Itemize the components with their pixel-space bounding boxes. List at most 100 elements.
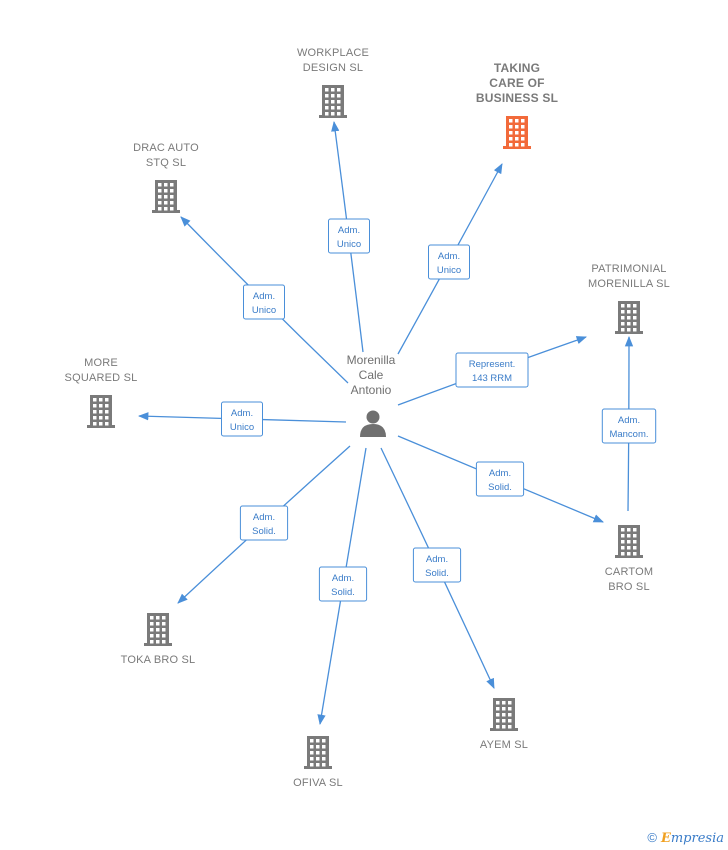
relation-label-text: Unico	[437, 265, 461, 276]
relation-edge: Adm.Unico	[137, 401, 347, 437]
company-node-ayem[interactable]: AYEM SL	[480, 698, 528, 751]
building-window	[170, 183, 174, 187]
relation-label-box[interactable]	[412, 547, 462, 583]
building-icon-highlighted[interactable]	[503, 116, 531, 149]
building-window	[627, 528, 631, 532]
building-icon[interactable]	[615, 525, 643, 558]
relation-label-text: Solid.	[331, 587, 355, 598]
relation-label-box[interactable]	[428, 244, 470, 280]
building-window	[621, 322, 625, 326]
building-icon[interactable]	[304, 736, 332, 769]
building-window	[509, 143, 513, 147]
company-name-line: DESIGN SL	[303, 62, 364, 74]
building-window	[502, 719, 506, 723]
relation-label-text: Adm.	[332, 573, 354, 584]
building-window	[325, 112, 329, 116]
building-window	[150, 616, 154, 620]
building-window	[164, 183, 168, 187]
building-window	[337, 88, 341, 92]
company-node-toka[interactable]: TOKA BRO SL	[121, 613, 196, 666]
building-window	[105, 398, 109, 402]
building-icon[interactable]	[144, 613, 172, 646]
building-base	[490, 728, 518, 731]
building-window	[156, 622, 160, 626]
person-name-line: Antonio	[351, 383, 392, 397]
building-window	[93, 398, 97, 402]
building-window	[633, 540, 637, 544]
building-window	[99, 398, 103, 402]
relation-label-text: Adm.	[231, 408, 253, 419]
company-name-line: BRO SL	[608, 581, 650, 593]
building-window	[515, 131, 519, 135]
building-base	[152, 210, 180, 213]
relation-label-box[interactable]	[221, 401, 263, 437]
building-window	[337, 94, 341, 98]
company-name-line: CARTOM	[605, 566, 653, 578]
person-name-line: Cale	[359, 368, 384, 382]
relation-label-text: Adm.	[489, 468, 511, 479]
relation-label-box[interactable]	[318, 566, 368, 602]
relation-label-box[interactable]	[475, 461, 525, 497]
company-name-line: WORKPLACE	[297, 47, 369, 59]
company-node-ofiva[interactable]: OFIVA SL	[293, 736, 343, 789]
company-node-workplace[interactable]: WORKPLACE DESIGN SL	[297, 47, 369, 118]
building-window	[633, 552, 637, 556]
building-window	[162, 640, 166, 644]
building-window	[515, 143, 519, 147]
building-window	[502, 713, 506, 717]
building-window	[633, 534, 637, 538]
building-window	[156, 640, 160, 644]
person-icon[interactable]	[360, 410, 386, 438]
building-window	[509, 125, 513, 129]
building-window	[331, 106, 335, 110]
building-window	[150, 634, 154, 638]
relation-label-box[interactable]	[328, 218, 370, 254]
building-window	[99, 410, 103, 414]
building-base	[304, 766, 332, 769]
building-window	[627, 540, 631, 544]
building-base	[319, 115, 347, 118]
building-window	[337, 100, 341, 104]
building-icon[interactable]	[87, 395, 115, 428]
building-window	[158, 207, 162, 211]
building-window	[627, 322, 631, 326]
building-window	[521, 125, 525, 129]
building-window	[162, 628, 166, 632]
building-window	[93, 404, 97, 408]
building-window	[627, 310, 631, 314]
building-window	[502, 725, 506, 729]
building-window	[508, 725, 512, 729]
building-icon[interactable]	[152, 180, 180, 213]
company-name-line: CARE OF	[489, 76, 544, 90]
building-window	[156, 628, 160, 632]
building-base	[615, 331, 643, 334]
relation-label-box[interactable]	[601, 408, 657, 444]
building-icon[interactable]	[319, 85, 347, 118]
building-window	[325, 94, 329, 98]
person-body	[360, 424, 386, 437]
company-name-line: BUSINESS SL	[476, 91, 558, 105]
building-icon[interactable]	[615, 301, 643, 334]
relation-label-box[interactable]	[455, 352, 529, 388]
building-window	[621, 546, 625, 550]
relation-edge: Adm. Solid.	[317, 447, 368, 726]
building-window	[170, 201, 174, 205]
building-window	[158, 189, 162, 193]
relation-label-box[interactable]	[243, 284, 285, 320]
building-window	[337, 112, 341, 116]
building-icon[interactable]	[490, 698, 518, 731]
company-node-cartom[interactable]: CARTOM BRO SL	[605, 525, 653, 593]
building-window	[496, 719, 500, 723]
building-window	[633, 304, 637, 308]
relation-label-box[interactable]	[239, 505, 289, 541]
building-window	[337, 106, 341, 110]
building-window	[316, 763, 320, 767]
brand-rest: mpresia	[670, 831, 724, 846]
building-window	[322, 757, 326, 761]
person-head	[366, 410, 380, 424]
